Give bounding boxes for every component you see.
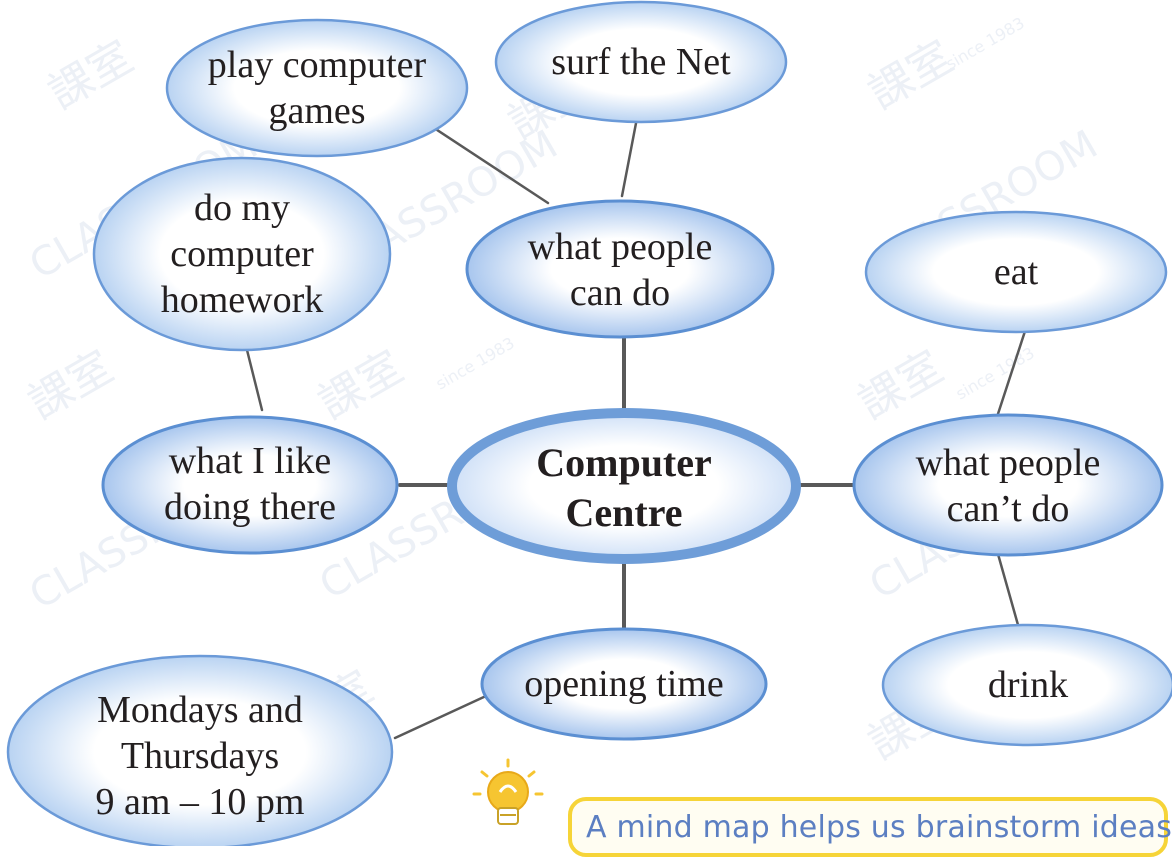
bubble-surf-the-net [494,0,788,124]
watermark-logo: 課室 [860,31,962,119]
label-line: Mondays and [97,689,303,731]
label-line: Centre [565,490,683,535]
connector-eat [994,320,1030,422]
label-line: Computer [536,440,712,485]
bubble-do-my-computer-homework [92,156,392,352]
bubble-what-i-like-doing-there [101,415,399,555]
bubble-play-computer-games [165,18,469,158]
lightbulb-icon [472,758,544,825]
label-line: can’t do [946,488,1070,530]
connector-drink [994,545,1022,634]
label-line: Thursdays [120,735,280,777]
label-line: what people [915,442,1101,484]
watermark-logo: 課室 [850,341,952,429]
label-line: eat [993,251,1039,293]
label-line: homework [160,279,324,321]
label-line: opening time [524,663,724,705]
watermark-logo: 課室 [310,341,412,429]
label-line: do my [193,187,291,229]
label-line: doing there [163,486,336,528]
label-line: computer [170,233,314,275]
label-do-my-computer-homework: do my computer homework [94,182,390,326]
label-computer-centre: Computer Centre [452,438,796,538]
bubble-what-people-cant-do [852,413,1164,557]
label-what-people-cant-do: what people can’t do [854,438,1162,534]
label-line: what people [527,226,713,268]
connector-schedule [393,694,488,740]
label-line: can do [569,272,671,314]
label-opening-time: opening time [482,654,766,714]
tip-text: A mind map helps us brainstorm ideas for [586,810,1172,845]
watermark-since: since 1983 [943,13,1028,73]
watermark-logo: 課室 [20,341,122,429]
watermark-since: since 1983 [953,343,1038,403]
bubble-computer-centre [447,408,801,564]
label-what-people-can-do: what people can do [467,222,773,318]
label-line: what I like [168,440,332,482]
bubble-what-people-can-do [465,199,775,339]
connector-games [426,122,550,205]
label-line: surf the Net [551,41,731,83]
label-line: games [268,90,366,132]
bubble-drink [881,623,1172,747]
bubble-schedule [6,654,394,846]
bubble-eat [864,210,1168,334]
bubble-opening-time [480,627,768,741]
label-line: 9 am – 10 pm [95,781,305,823]
label-drink: drink [883,655,1172,715]
label-schedule: Mondays and Thursdays 9 am – 10 pm [8,684,392,828]
label-line: drink [987,664,1069,706]
label-line: play computer [207,44,427,86]
watermark-since: since 1983 [433,333,518,393]
label-surf-the-net: surf the Net [496,32,786,92]
label-play-computer-games: play computer games [167,38,467,138]
watermark-logo: 課室 [40,31,142,119]
label-what-i-like-doing-there: what I like doing there [103,436,397,532]
label-eat: eat [866,242,1166,302]
connector-surf-net [620,116,639,198]
